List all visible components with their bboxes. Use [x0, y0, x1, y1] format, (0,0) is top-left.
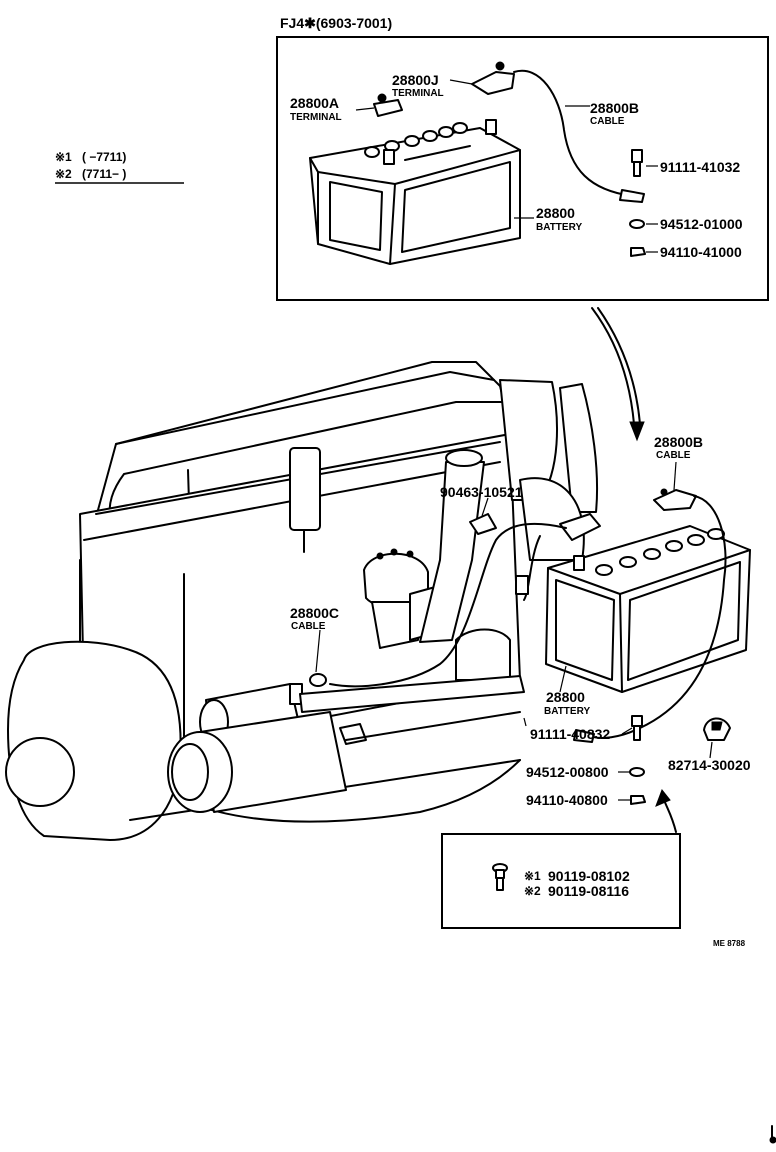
note-1-range: ( −7711): [82, 150, 126, 164]
main-label-28800c-name: CABLE: [291, 621, 326, 632]
model-range-label: FJ4✱(6903-7001): [280, 15, 392, 31]
inset-item-1-mark: ※1: [524, 869, 541, 883]
corner-mark: [769, 1125, 776, 1144]
inset-leaders: [355, 79, 658, 253]
inset-bolt-icon: [631, 149, 643, 177]
inset-cable-28800b: [471, 61, 645, 203]
main-label-28800-name: BATTERY: [544, 706, 590, 717]
note-1-mark: ※1: [55, 150, 72, 164]
cable-clamp-icon: [469, 513, 497, 535]
inset-item-2-mark: ※2: [524, 884, 541, 898]
main-label-90463-10521: 90463-10521: [440, 484, 523, 500]
main-leaders: [315, 461, 713, 801]
bottom-inset-pointer: [655, 789, 677, 833]
label-28800b-number: 28800B: [590, 100, 639, 116]
main-label-91111-40832: 91111-40832: [530, 726, 610, 742]
bottom-inset: ※1 90119-08102 ※2 90119-08116: [441, 833, 681, 929]
starter-motor: [167, 711, 367, 813]
label-28800a-number: 28800A: [290, 95, 339, 111]
main-label-28800b-number: 28800B: [654, 434, 703, 450]
label-94512-01000: 94512-01000: [660, 216, 743, 232]
inset-battery-illustration: [309, 119, 521, 265]
main-label-28800b-name: CABLE: [656, 450, 691, 461]
inset-item-2-number: 90119-08116: [548, 883, 629, 899]
inset-nut-icon: [630, 247, 646, 257]
label-28800b-name: CABLE: [590, 116, 625, 127]
inset-washer-icon: [629, 219, 645, 229]
inset-pointer-arrow: [591, 307, 645, 442]
main-label-94110-40800: 94110-40800: [526, 792, 608, 808]
top-inset: 28800J TERMINAL 28800A TERMINAL 28800B C…: [276, 36, 769, 301]
main-label-82714-30020: 82714-30020: [668, 757, 751, 773]
oil-filler-cap: [289, 447, 321, 531]
label-94110-41000: 94110-41000: [660, 244, 742, 260]
notes-block: ※1 ( −7711) ※2 (7711− ): [55, 150, 184, 184]
engine-illustration: [5, 361, 599, 841]
inset-terminal-a: [373, 93, 403, 117]
main-cable-28800c: [309, 513, 601, 688]
main-washer-icon: [629, 767, 645, 777]
label-28800a-name: TERMINAL: [290, 112, 342, 123]
label-28800-number: 28800: [536, 205, 575, 221]
label-28800-name: BATTERY: [536, 222, 582, 233]
bottom-inset-frame: [441, 833, 681, 929]
note-2-mark: ※2: [55, 167, 72, 181]
terminal-cover-icon: [703, 717, 731, 741]
main-label-28800c-number: 28800C: [290, 605, 339, 621]
main-bolt-icon: [631, 715, 643, 741]
label-28800j-number: 28800J: [392, 72, 439, 88]
main-cable-28800b: [573, 488, 727, 743]
top-inset-frame: [276, 36, 769, 301]
note-2-range: (7711− ): [82, 167, 126, 181]
main-label-94512-00800: 94512-00800: [526, 764, 609, 780]
main-label-28800-number: 28800: [546, 689, 585, 705]
inset-screw-icon: [492, 863, 508, 891]
main-nut-icon: [630, 795, 646, 805]
inset-item-1-number: 90119-08102: [548, 868, 630, 884]
label-91111-41032: 91111-41032: [660, 159, 740, 175]
diagram-code: ME 8788: [713, 939, 746, 948]
label-28800j-name: TERMINAL: [392, 88, 444, 99]
main-battery: [545, 525, 751, 693]
